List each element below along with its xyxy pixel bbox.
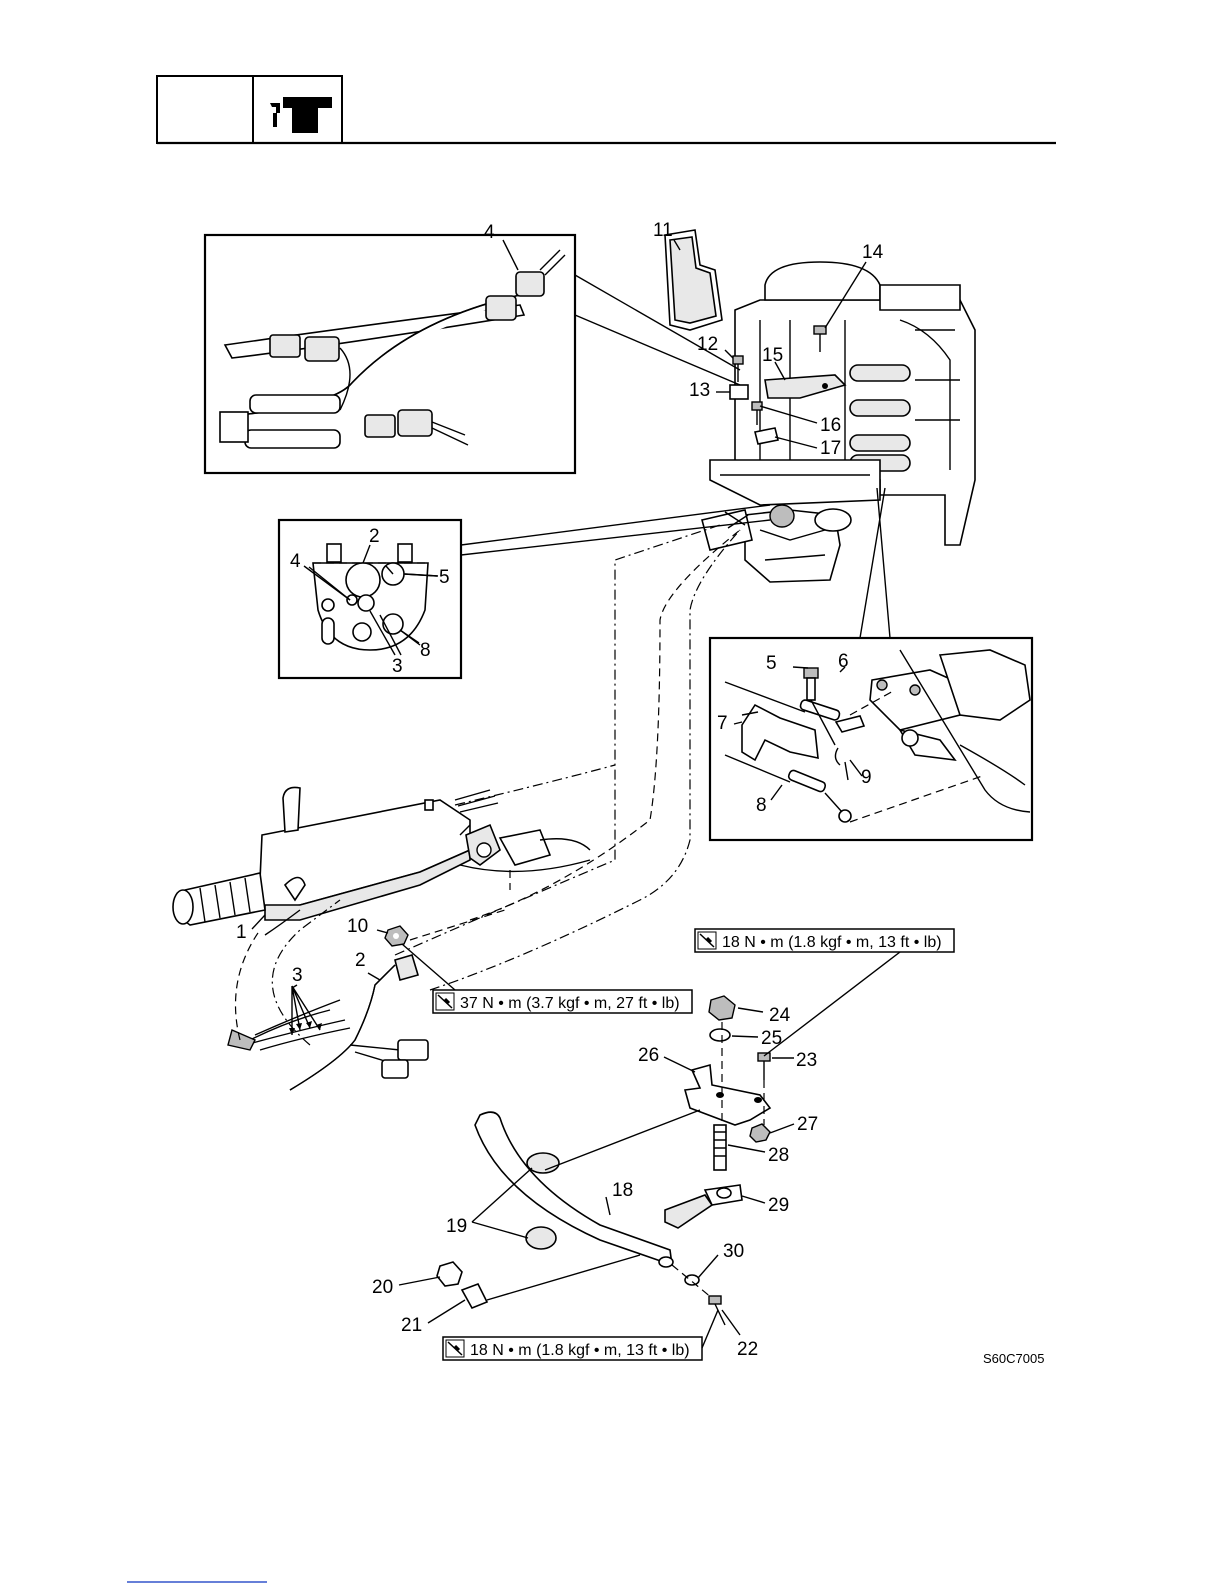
callout-26: 26 [638,1045,659,1066]
torque-wrench-icon [698,932,716,949]
part-1-tiller-handle [173,787,590,935]
callout-29: 29 [768,1195,789,1216]
torque-spec-a-text: 18 N • m (1.8 kgf • m, 13 ft • lb) [722,934,942,951]
part-18-mounting-bracket [475,1112,673,1267]
callout-16: 16 [820,415,841,436]
callout-14: 14 [862,242,884,263]
part-11-cover [665,230,722,330]
callout-12: 12 [697,334,718,355]
page-header [157,76,1056,143]
callout-5: 5 [766,653,777,674]
callout-28: 28 [768,1145,789,1166]
torque-spec-c-text: 18 N • m (1.8 kgf • m, 13 ft • lb) [470,1342,690,1359]
torque-spec-b: 37 N • m (3.7 kgf • m, 27 ft • lb) [402,944,692,1013]
callout-25: 25 [761,1028,782,1049]
torque-spec-c: 18 N • m (1.8 kgf • m, 13 ft • lb) [443,1310,718,1360]
callout-8-inset: 8 [420,640,431,661]
callout-15: 15 [762,345,783,366]
callout-5-inset: 5 [439,567,450,588]
torque-wrench-icon [436,993,454,1010]
callout-3-arrows [289,1021,322,1035]
part-23-bolt [758,1053,770,1080]
callout-24: 24 [769,1005,791,1026]
callout-3: 3 [292,965,303,986]
callout-18: 18 [612,1180,633,1201]
torque-spec-a: 18 N • m (1.8 kgf • m, 13 ft • lb) [695,929,954,1056]
callout-27: 27 [797,1114,818,1135]
callout-13: 13 [689,380,710,401]
callout-1: 1 [236,922,247,943]
inset-harness-connectors [205,235,740,473]
part-20-nut [437,1262,462,1286]
callout-19: 19 [446,1216,467,1237]
callout-20: 20 [372,1277,393,1298]
callout-2-inset: 2 [369,526,380,547]
callout-30: 30 [723,1241,744,1262]
part-27-nut [750,1124,770,1142]
callout-17: 17 [820,438,841,459]
callout-4: 4 [484,222,495,243]
callout-3-inset: 3 [392,656,403,677]
callout-11: 11 [653,220,673,241]
torque-spec-b-text: 37 N • m (3.7 kgf • m, 27 ft • lb) [460,995,680,1012]
callout-8: 8 [756,795,767,816]
part-10-nut [385,926,408,946]
part-21-collar [462,1284,487,1308]
service-manual-section-icon [270,97,332,133]
torque-wrench-icon [446,1340,464,1357]
part-25-washer [710,1029,730,1041]
callout-9: 9 [861,767,872,788]
part-29-link [665,1185,742,1228]
callout-2: 2 [355,950,366,971]
drawing-code: S60C7005 [983,1351,1044,1366]
callout-10: 10 [347,916,368,937]
callout-4-inset: 4 [290,551,301,572]
callout-22: 22 [737,1339,758,1360]
part-28-stud [714,1125,726,1170]
callout-7: 7 [717,713,728,734]
part-24-nut [709,996,735,1020]
callout-23: 23 [796,1050,817,1071]
callout-21: 21 [401,1315,422,1336]
part-26-plate [685,1065,770,1125]
callout-6: 6 [838,651,849,672]
inset-connector-pinout [279,505,770,678]
part-30-washer [685,1275,699,1285]
part-13-clamp [730,385,748,399]
